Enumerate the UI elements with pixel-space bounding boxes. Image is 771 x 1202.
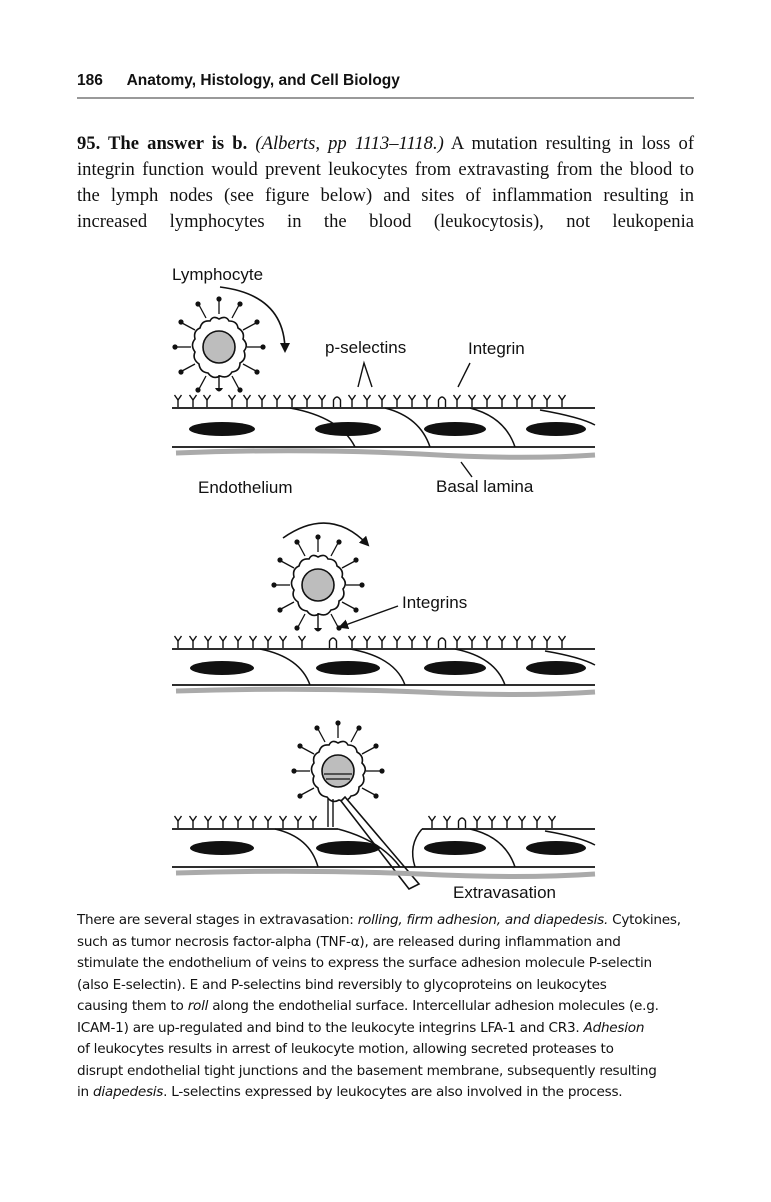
figure-caption: There are several stages in extravasatio… xyxy=(77,910,694,1104)
page-number: 186 xyxy=(77,72,103,89)
caption-emphasis: roll xyxy=(187,998,209,1014)
caption-line: of leukocytes results in arrest of leuko… xyxy=(77,1041,614,1057)
book-title: Anatomy, Histology, and Cell Biology xyxy=(126,72,400,89)
endothelium-3 xyxy=(172,828,596,879)
caption-text: causing them to xyxy=(77,998,188,1014)
panel-firm-adhesion: Integrins xyxy=(172,522,596,697)
receptors-row-2 xyxy=(173,635,567,649)
answer-paragraph: 95. The answer is b. (Alberts, pp 1113–1… xyxy=(77,131,694,235)
rolling-arrow xyxy=(219,286,290,353)
extravasation-diagram: Lymphocyte xyxy=(172,265,596,902)
caption-line: disrupt endothelial tight junctions and … xyxy=(77,1062,657,1079)
label-lymphocyte: Lymphocyte xyxy=(172,265,263,284)
caption-line: There are several stages in extravasatio… xyxy=(77,910,694,932)
caption-line: (also E-selectin). E and P-selectins bin… xyxy=(77,976,607,993)
lymphocyte-cell-1 xyxy=(172,296,266,393)
label-integrins: Integrins xyxy=(402,593,467,612)
receptors-row-1 xyxy=(173,394,567,408)
caption-emphasis: diapedesis xyxy=(92,1084,164,1100)
endothelium-2 xyxy=(172,648,596,697)
label-basal-lamina: Basal lamina xyxy=(436,477,534,496)
caption-text: along the endothelial surface. Intercell… xyxy=(208,998,659,1014)
adhesion-arrow xyxy=(282,522,370,547)
caption-line: such as tumor necrosis factor-alpha (TNF… xyxy=(77,933,621,950)
caption-text: There are several stages in extravasatio… xyxy=(77,912,358,928)
caption-text: in xyxy=(77,1084,93,1100)
integrins-pointer xyxy=(338,605,399,629)
caption-line: in diapedesis. L-selectins expressed by … xyxy=(77,1082,694,1104)
running-head: 186 Anatomy, Histology, and Cell Biology xyxy=(77,72,694,99)
answer-text: A mutation resulting in loss of integrin… xyxy=(77,133,695,232)
integrin-pointer xyxy=(457,362,471,388)
caption-emphasis: Adhesion xyxy=(583,1019,645,1036)
caption-line: ICAM-1) are up-regulated and bind to the… xyxy=(77,1018,694,1040)
panel-rolling: Lymphocyte xyxy=(172,265,596,497)
lymphocyte-cell-2 xyxy=(271,534,365,632)
answer-citation: (Alberts, pp 1113–1118.) xyxy=(255,133,444,154)
label-endothelium: Endothelium xyxy=(198,478,293,497)
basal-lamina-pointer xyxy=(460,461,473,478)
answer-label: 95. The answer is b. xyxy=(77,133,248,154)
panel-diapedesis: Extravasation xyxy=(172,720,596,902)
caption-emphasis: rolling, firm adhesion, and diapedesis. xyxy=(357,912,609,928)
p-selectins-pointer xyxy=(357,360,373,388)
label-extravasation: Extravasation xyxy=(453,883,556,902)
caption-text: ICAM-1) are up-regulated and bind to the… xyxy=(77,1019,584,1036)
extravasation-figure: Lymphocyte xyxy=(0,255,771,905)
caption-text: . L-selectins expressed by leukocytes ar… xyxy=(163,1084,623,1100)
caption-line: causing them to roll along the endotheli… xyxy=(77,996,694,1018)
caption-line: stimulate the endothelium of veins to ex… xyxy=(77,955,652,971)
caption-text: Cytokines, xyxy=(608,912,681,928)
label-p-selectins: p-selectins xyxy=(325,338,406,357)
endothelium-1 xyxy=(172,407,596,460)
label-integrin: Integrin xyxy=(468,339,525,358)
lymphocyte-cell-3 xyxy=(291,720,421,891)
